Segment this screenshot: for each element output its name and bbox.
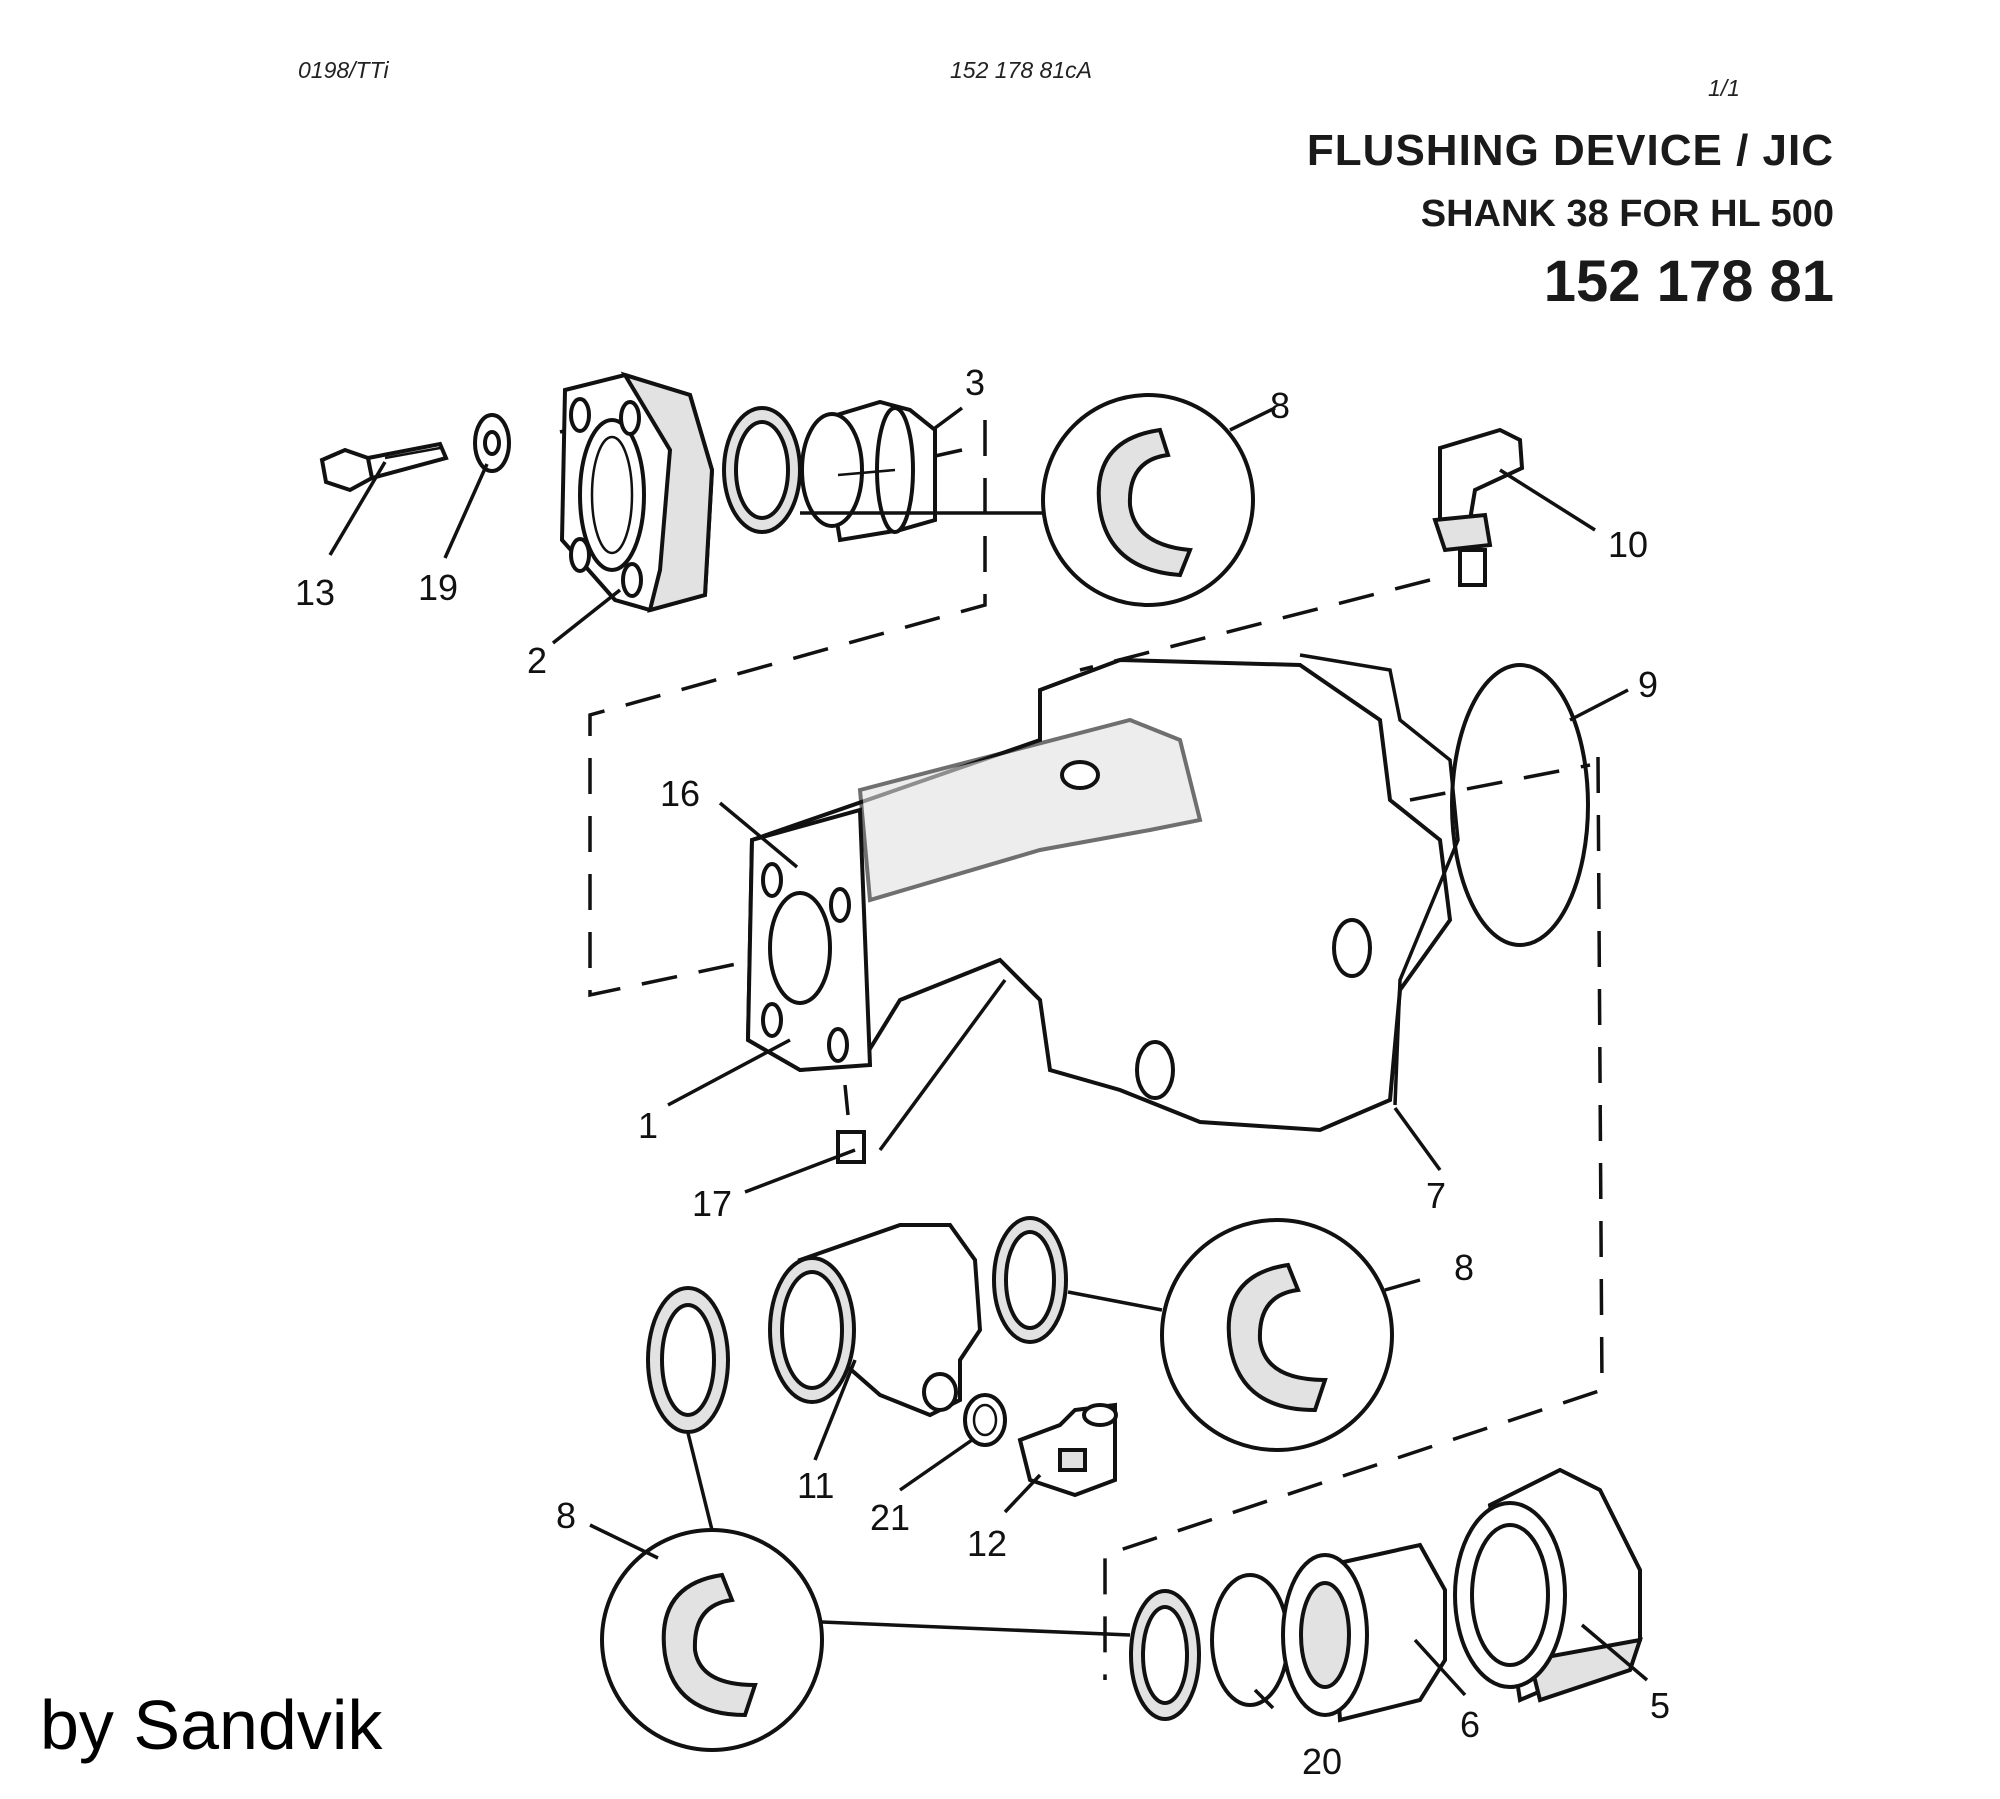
part-6-sleeve [1281,1542,1447,1723]
credit-text: by Sandvik [40,1686,383,1764]
part-21-washer [963,1393,1007,1447]
part-11-sleeve [768,1223,983,1418]
callout-21: 21 [870,1497,910,1538]
seal-detail-view-top [800,393,1255,607]
callout-10: 10 [1608,524,1648,565]
page-number: 1/1 [1708,75,1740,101]
callout-1: 1 [638,1105,658,1146]
drawing-reference: 152 178 81cA [950,57,1092,83]
document-code: 0198/TTi [298,57,389,83]
part-8-seal-left [646,1286,730,1434]
callout-9: 9 [1638,664,1658,705]
part-8-seal-upper [722,406,802,534]
part-number: 152 178 81 [1543,249,1834,314]
callout-13: 13 [295,572,335,613]
part-20-o-ring [1210,1573,1290,1707]
callout-labels: 1 2 3 5 6 7 8 8 8 9 10 11 12 13 16 17 19… [295,362,1670,1782]
part-19-washer [473,413,511,473]
callout-8-bottom: 8 [556,1495,576,1536]
part-7-gasket [1299,653,1460,1106]
part-9-o-ring [1409,663,1591,947]
callout-19: 19 [418,567,458,608]
callout-12: 12 [967,1523,1007,1564]
drawing-subtitle: SHANK 38 FOR HL 500 [1420,193,1834,235]
callout-8-top: 8 [1270,385,1290,426]
part-17-plug [836,1130,866,1164]
callout-8-right: 8 [1454,1247,1474,1288]
part-13-bolt [319,441,449,493]
seal-detail-view-right [1067,1218,1394,1452]
part-2-flange [559,371,715,613]
part-8-seal-right [992,1216,1068,1344]
seal-detail-view-bottom [600,1432,1131,1752]
part-8-seal-bottom [1129,1589,1201,1721]
callout-20: 20 [1302,1741,1342,1782]
callout-17: 17 [692,1183,732,1224]
leader-lines [328,406,1649,1710]
callout-16: 16 [660,773,700,814]
drawing-title: FLUSHING DEVICE / JIC [1306,126,1834,175]
part-10-elbow-fitting [1432,427,1525,587]
callout-6: 6 [1460,1704,1480,1745]
callout-2: 2 [527,640,547,681]
part-5-housing-ring [1453,1467,1643,1703]
callout-11: 11 [797,1465,834,1506]
callout-5: 5 [1650,1685,1670,1726]
part-3-bushing [800,399,937,543]
part-12-elbow-fitting [1017,1402,1118,1498]
callout-7: 7 [1426,1175,1446,1216]
callout-3: 3 [965,362,985,403]
part-1-housing [745,657,1453,1133]
